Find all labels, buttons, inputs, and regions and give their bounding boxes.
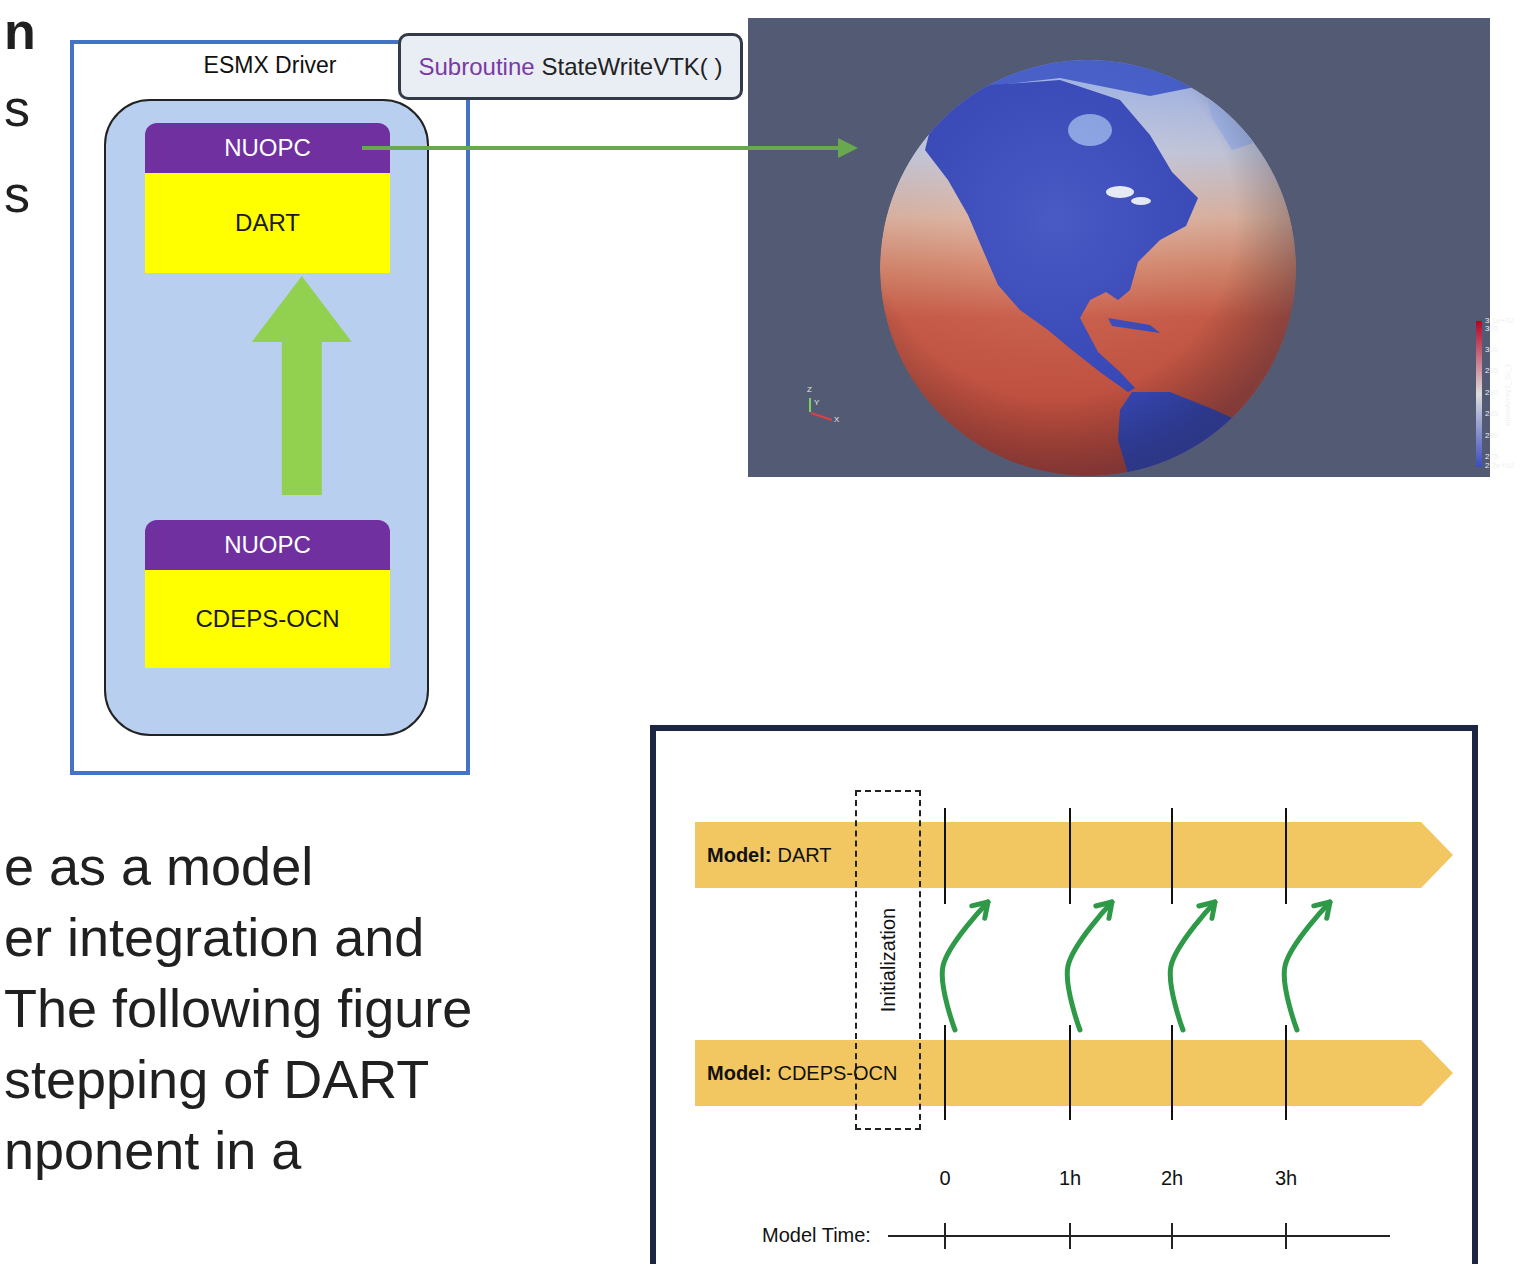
axis-triad: [809, 398, 811, 412]
slide-text: s: [4, 168, 30, 220]
time-tick: [944, 1223, 946, 1249]
plot-annotation: 3.1e+02: [1485, 317, 1514, 325]
slide-text: stepping of DART: [4, 1052, 429, 1106]
plot-annotation: 275: [1485, 453, 1498, 461]
node-label: NUOPC: [224, 134, 311, 162]
slide-text: The following figure: [4, 981, 472, 1035]
model-box: CDEPS-OCN: [145, 570, 390, 668]
time-axis: [888, 1235, 1390, 1237]
time-label: 1h: [1059, 1168, 1081, 1188]
coupling-arrow: [1284, 902, 1330, 1030]
time-tick: [1285, 808, 1287, 904]
node-label: ESMX Driver: [74, 44, 466, 78]
ocean: [880, 60, 1296, 476]
node-label: CDEPS-OCN: [777, 1062, 897, 1085]
coupling-arrow: [1170, 902, 1215, 1030]
slide-text: er integration and: [4, 910, 424, 964]
node-label: DART: [235, 209, 300, 237]
time-tick: [1171, 1025, 1173, 1120]
globe: [880, 60, 1296, 480]
time-tick: [1285, 1025, 1287, 1120]
node-label: Model:: [707, 844, 771, 867]
plot-annotation: 295: [1485, 367, 1498, 375]
component-group: [105, 100, 428, 735]
plot-annotation: 280: [1485, 432, 1498, 440]
plot-annotation: Z: [807, 386, 812, 394]
plot-annotation: X: [834, 416, 839, 424]
time-label: Model Time:: [762, 1225, 871, 1245]
time-tick: [1285, 1223, 1287, 1249]
output-arrow: [362, 146, 842, 150]
plot-annotation: Y: [814, 399, 819, 407]
node-label: DART: [777, 844, 831, 867]
time-tick: [944, 808, 946, 904]
time-tick: [1069, 1025, 1071, 1120]
plot-annotation: elemArray1_Sc_t: [1504, 364, 1512, 425]
coupling-arrow: [1067, 902, 1112, 1030]
driver-box: ESMX DriverNUOPC DART NUOPC CDEPS-OCN: [70, 40, 470, 775]
subroutine-callout: Subroutine StateWriteVTK( ): [398, 33, 743, 100]
timeline-frame: [653, 728, 1475, 1264]
plot-annotation: 305: [1485, 325, 1498, 333]
axis-triad: [811, 413, 832, 420]
nuopc-cap: NUOPC: [145, 123, 390, 173]
slide-text: e as a model: [4, 839, 313, 893]
time-tick: [1069, 808, 1071, 904]
model-box: DART: [145, 173, 390, 273]
color-bar: [1476, 321, 1482, 467]
model-band: Model: DART: [695, 822, 1453, 888]
output-arrow-head: [838, 138, 858, 158]
time-tick: [1171, 808, 1173, 904]
node-label: NUOPC: [224, 531, 311, 559]
node-label: StateWriteVTK( ): [542, 53, 723, 81]
time-label: 0: [939, 1168, 950, 1188]
node-label: CDEPS-OCN: [195, 605, 339, 633]
node-label: Model:: [707, 1062, 771, 1085]
time-tick: [1069, 1223, 1071, 1249]
plot-annotation: 2.7e+02: [1485, 462, 1514, 470]
nuopc-cap: NUOPC: [145, 520, 390, 570]
band-fill: [695, 1040, 1453, 1106]
node-label: Initialization: [877, 908, 900, 1013]
time-label: 3h: [1275, 1168, 1297, 1188]
coupling-arrow: [942, 902, 988, 1030]
slide-text: s: [4, 82, 30, 134]
band-fill: [695, 822, 1453, 888]
time-label: 2h: [1161, 1168, 1183, 1188]
render-background: [748, 18, 1490, 477]
plot-annotation: 290: [1485, 389, 1498, 397]
data-flow-arrow: [252, 276, 352, 495]
slide-text: n: [4, 5, 36, 57]
model-band: Model: CDEPS-OCN: [695, 1040, 1453, 1106]
slide-text: nponent in a: [4, 1123, 301, 1177]
globe-shading: [880, 60, 1296, 476]
node-label: Subroutine: [418, 53, 534, 81]
time-tick: [944, 1025, 946, 1120]
plot-annotation: 300: [1485, 346, 1498, 354]
plot-annotation: 285: [1485, 410, 1498, 418]
time-tick: [1171, 1223, 1173, 1249]
